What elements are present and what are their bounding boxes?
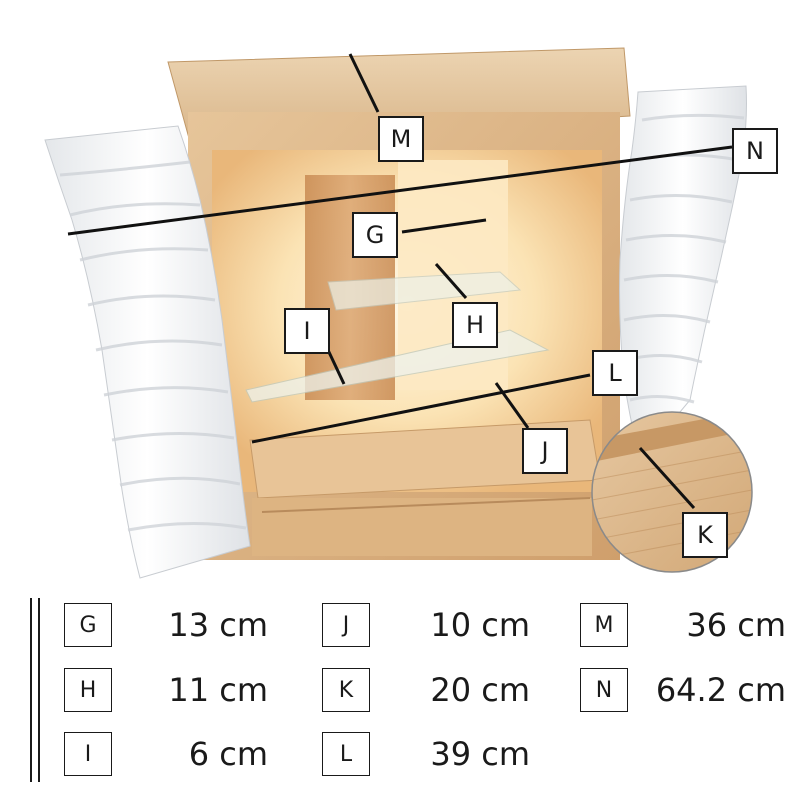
- right-door: [619, 85, 747, 462]
- legend-rule-right: [38, 598, 40, 782]
- leader-g: [401, 218, 487, 234]
- drawer-front: [252, 498, 592, 556]
- legend-value-m: 36 cm: [686, 606, 786, 644]
- leader-m: [348, 53, 380, 113]
- detail-inset: [591, 411, 753, 573]
- cabinet-illustration: [44, 47, 753, 579]
- callout-h: H: [452, 302, 498, 348]
- callout-k: K: [682, 512, 728, 558]
- leader-n: [67, 145, 733, 236]
- legend-label-k: K: [322, 668, 370, 712]
- callout-i: I: [284, 308, 330, 354]
- legend-label-h: H: [64, 668, 112, 712]
- legend-label-g: G: [64, 603, 112, 647]
- callout-g: G: [352, 212, 398, 258]
- legend-label-l: L: [322, 732, 370, 776]
- legend-value-k: 20 cm: [430, 671, 530, 709]
- callout-l: L: [592, 350, 638, 396]
- callout-n: N: [732, 128, 778, 174]
- legend-value-l: 39 cm: [430, 735, 530, 773]
- legend-value-h: 11 cm: [168, 671, 268, 709]
- legend-value-i: 6 cm: [188, 735, 268, 773]
- leader-i: [326, 349, 346, 385]
- leader-j: [494, 382, 530, 429]
- glass-shelf-upper: [327, 271, 522, 311]
- legend-value-j: 10 cm: [430, 606, 530, 644]
- leader-l: [251, 373, 591, 444]
- callout-m: M: [378, 116, 424, 162]
- legend-rule-left: [30, 598, 32, 782]
- legend-value-n: 64.2 cm: [655, 671, 786, 709]
- glass-shelf-lower: [245, 329, 550, 403]
- legend-value-g: 13 cm: [168, 606, 268, 644]
- legend-label-n: N: [580, 668, 628, 712]
- legend-label-m: M: [580, 603, 628, 647]
- left-door: [44, 125, 251, 579]
- legend-label-j: J: [322, 603, 370, 647]
- callout-j: J: [522, 428, 568, 474]
- leader-k: [638, 446, 696, 510]
- leader-h: [434, 263, 468, 299]
- legend-label-i: I: [64, 732, 112, 776]
